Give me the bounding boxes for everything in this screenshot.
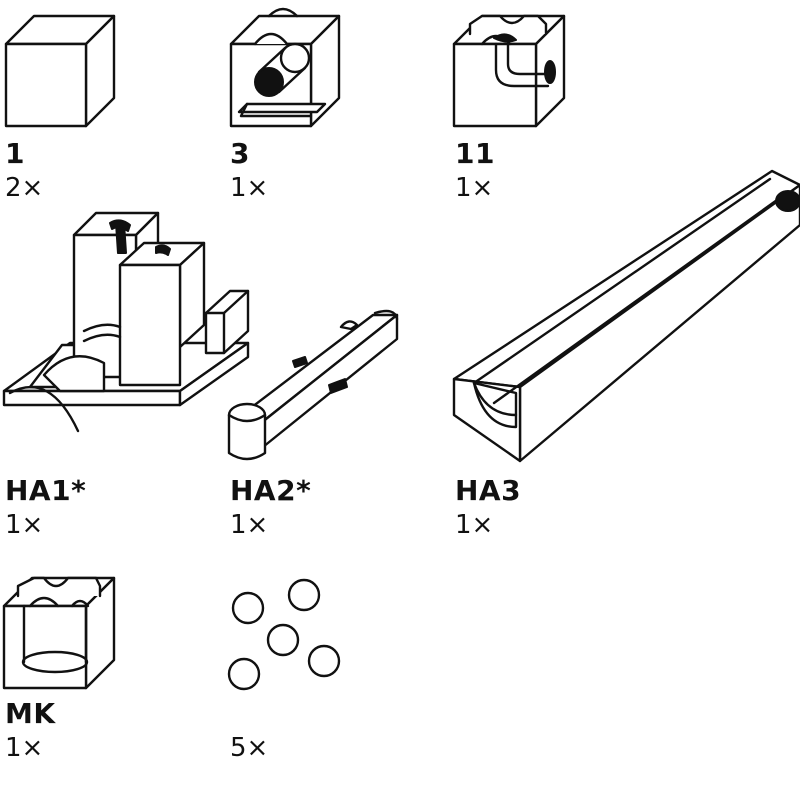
track-holder-icon — [0, 195, 255, 455]
part-code: HA3 — [455, 474, 522, 507]
part-code: MK — [5, 697, 56, 730]
marbles-icon — [225, 575, 355, 695]
ramp-cube-icon — [225, 0, 355, 140]
marble-funnel-cube-icon — [0, 562, 130, 702]
part-quantity: 1× — [230, 173, 269, 203]
part-code: 1 — [5, 137, 25, 170]
plain-cube-icon — [0, 0, 130, 140]
part-code: HA1* — [5, 474, 87, 507]
part-quantity: 1× — [5, 510, 44, 540]
part-quantity: 1× — [455, 173, 494, 203]
long-rail-icon — [450, 165, 800, 475]
part-quantity: 1× — [230, 510, 269, 540]
part-code: 11 — [455, 137, 495, 170]
part-quantity: 1× — [5, 733, 44, 763]
part-quantity: 5× — [230, 733, 269, 763]
part-quantity: 2× — [5, 173, 44, 203]
rail-bar-icon — [225, 295, 405, 475]
curve-tunnel-cube-icon — [450, 0, 580, 140]
part-code: 3 — [230, 137, 250, 170]
part-quantity: 1× — [455, 510, 494, 540]
part-code: HA2* — [230, 474, 312, 507]
